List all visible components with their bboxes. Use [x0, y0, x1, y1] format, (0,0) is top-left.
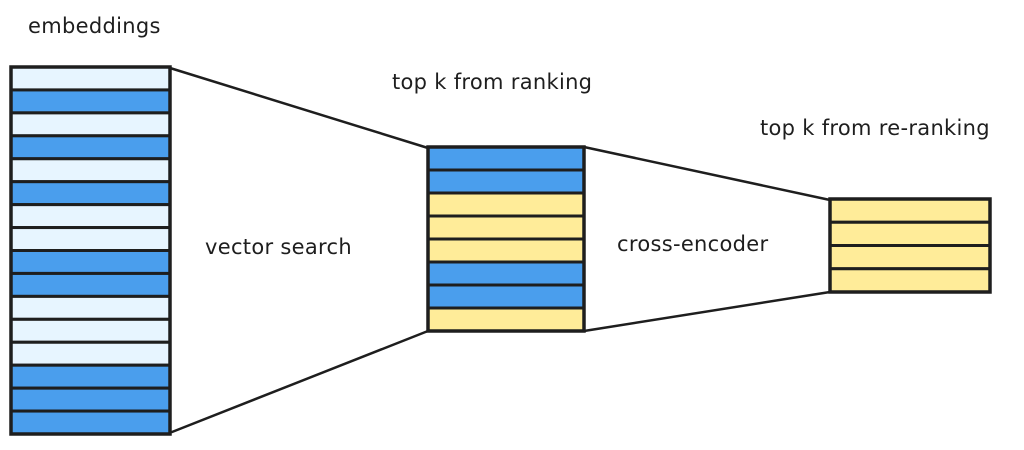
embeddings-row: [9, 157, 172, 184]
connector-ranking-top: [582, 145, 832, 202]
embeddings-label: embeddings: [28, 14, 161, 38]
embeddings-row: [9, 180, 172, 207]
cross-encoder-label: cross-encoder: [617, 232, 769, 256]
connector-ranking-bottom: [582, 290, 832, 333]
ranking-row: [426, 260, 586, 287]
embeddings-stack: [9, 65, 172, 436]
embeddings-row: [9, 203, 172, 230]
ranking-frame: [426, 145, 586, 333]
ranking-row: [426, 306, 586, 333]
ranking-row: [426, 191, 586, 218]
embeddings-row: [9, 317, 172, 344]
embeddings-row: [9, 294, 172, 321]
embeddings-row: [9, 409, 172, 436]
ranking-row: [426, 237, 586, 264]
ranking-row: [426, 168, 586, 195]
embeddings-row: [9, 271, 172, 298]
top-k-ranking-label: top k from ranking: [392, 70, 593, 94]
embeddings-row: [9, 340, 172, 367]
ranking-row: [426, 145, 586, 172]
embeddings-row: [9, 363, 172, 390]
embeddings-row: [9, 226, 172, 252]
reranking-row: [828, 197, 992, 224]
ranking-stack: [426, 145, 586, 333]
ranking-row: [426, 214, 586, 241]
reranking-frame: [828, 197, 992, 294]
embeddings-row: [9, 134, 172, 161]
funnel-connectors: [168, 66, 832, 434]
embeddings-frame: [9, 65, 172, 436]
reranking-stack: [828, 197, 992, 294]
embeddings-row: [9, 249, 172, 275]
embeddings-row: [9, 88, 172, 115]
embeddings-row: [9, 111, 172, 138]
connector-embeddings-top: [168, 66, 430, 150]
embeddings-row: [9, 386, 172, 413]
embeddings-row: [9, 65, 172, 92]
reranking-row: [828, 244, 992, 271]
reranking-row: [828, 220, 992, 247]
ranking-row: [426, 283, 586, 310]
connector-embeddings-bottom: [170, 329, 430, 434]
reranking-row: [828, 267, 992, 294]
vector-search-label: vector search: [205, 235, 352, 259]
top-k-reranking-label: top k from re-ranking: [760, 116, 990, 140]
